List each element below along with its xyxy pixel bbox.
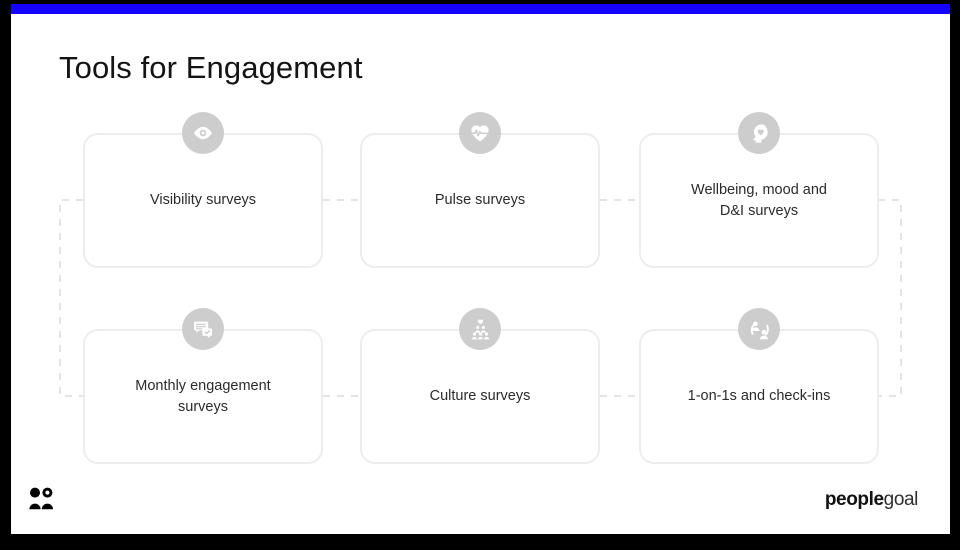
head-heart-icon bbox=[738, 112, 780, 154]
card-visibility-surveys[interactable]: Visibility surveys bbox=[83, 133, 323, 268]
card-pulse-surveys[interactable]: Pulse surveys bbox=[360, 133, 600, 268]
card-label: Monthly engagement surveys bbox=[135, 377, 271, 415]
card-label: Pulse surveys bbox=[434, 192, 526, 208]
brand-primary: people bbox=[824, 489, 884, 510]
card-culture-surveys[interactable]: Culture surveys bbox=[360, 329, 600, 464]
brand-secondary: goal bbox=[883, 489, 919, 510]
card-label: 1-on-1s and check-ins bbox=[687, 388, 831, 404]
brand-logo: peoplegoal bbox=[824, 489, 919, 511]
card-one-on-ones-and-check-ins[interactable]: 1-on-1s and check-ins bbox=[639, 329, 879, 464]
card-label: Culture surveys bbox=[429, 388, 531, 404]
heart-pulse-icon bbox=[459, 112, 501, 154]
top-accent-bar bbox=[11, 4, 950, 14]
page-title: Tools for Engagement bbox=[59, 50, 363, 85]
people-group-heart-icon bbox=[459, 308, 501, 350]
card-label: Visibility surveys bbox=[149, 192, 257, 208]
people-mark-icon bbox=[28, 487, 54, 511]
chat-bubbles-check-icon bbox=[182, 308, 224, 350]
card-label: Wellbeing, mood and D&I surveys bbox=[691, 181, 827, 219]
two-people-cycle-icon bbox=[738, 308, 780, 350]
eye-icon bbox=[182, 112, 224, 154]
